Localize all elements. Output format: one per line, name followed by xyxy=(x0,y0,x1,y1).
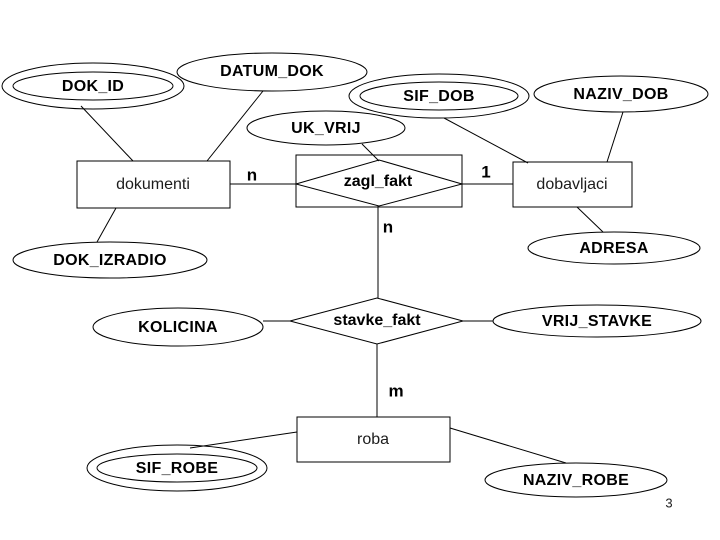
entity-shapes xyxy=(76,160,633,463)
attribute-ellipse-uk-vrij xyxy=(246,110,406,146)
connector-dok-id-dokumenti xyxy=(80,105,134,162)
attribute-ellipse-kolicina xyxy=(92,307,264,347)
attribute-label-sif-dob: SIF_DOB xyxy=(403,88,475,105)
attribute-label-naziv-robe: NAZIV_ROBE xyxy=(522,472,630,489)
connector-naziv-dob-dobavljaci xyxy=(606,111,624,163)
connector-roba-naziv-robe xyxy=(449,427,567,464)
entity-label-dokumenti: dokumenti xyxy=(116,176,190,193)
cardinality-label-zagl-fakt-stavke-fakt: n xyxy=(382,217,394,237)
cardinality-label-dokumenti-zagl-fakt: n xyxy=(246,165,258,185)
connector-dokumenti-dok-izradio xyxy=(96,207,117,243)
relationship-shape-zagl-fakt xyxy=(294,154,464,208)
attribute-ellipse-dok-id xyxy=(1,62,185,110)
connector-uk-vrij-zagl-fakt xyxy=(361,143,380,162)
attribute-ellipse-datum-dok xyxy=(176,52,368,92)
attribute-label-datum-dok: DATUM_DOK xyxy=(220,63,324,80)
attribute-ellipse-adresa xyxy=(527,231,701,265)
connector-sif-dob-dobavljaci xyxy=(443,117,529,164)
entity-label-dobavljaci: dobavljaci xyxy=(536,176,608,193)
relationship-label-stavke-fakt: stavke_fakt xyxy=(333,312,421,329)
connector-lines xyxy=(80,90,624,464)
connector-dobavljaci-adresa xyxy=(576,206,604,233)
connector-datum-dok-dokumenti xyxy=(206,90,264,162)
attribute-ellipse-vrij-stavke xyxy=(492,304,702,338)
attribute-label-kolicina: KOLICINA xyxy=(138,319,218,336)
attribute-label-dok-id: DOK_ID xyxy=(61,78,125,95)
attribute-ellipse-dok-izradio xyxy=(12,241,208,279)
relationship-diamond-stavke-fakt xyxy=(288,297,465,345)
attribute-ellipse-naziv-dob xyxy=(533,75,709,113)
cardinality-label-stavke-fakt-roba: m xyxy=(388,381,404,401)
cardinality-label-zagl-fakt-dobavljaci: 1 xyxy=(481,162,491,182)
attribute-label-vrij-stavke: VRIJ_STAVKE xyxy=(541,313,653,330)
slide-page-number: 3 xyxy=(665,495,673,511)
entity-rect-roba xyxy=(296,416,451,463)
entity-rect-dobavljaci xyxy=(512,161,633,208)
connector-sif-robe-roba xyxy=(189,431,298,449)
attribute-label-naziv-dob: NAZIV_DOB xyxy=(573,86,669,103)
entity-rect-dokumenti xyxy=(76,160,231,209)
attribute-ellipse-naziv-robe xyxy=(484,462,668,498)
attribute-ellipse-sif-robe xyxy=(86,444,268,492)
attribute-label-dok-izradio: DOK_IZRADIO xyxy=(53,252,167,269)
attribute-label-adresa: ADRESA xyxy=(579,240,649,257)
relationship-label-zagl-fakt: zagl_fakt xyxy=(343,173,413,190)
attribute-label-sif-robe: SIF_ROBE xyxy=(135,460,219,477)
attribute-ellipse-sif-dob xyxy=(348,73,530,119)
attribute-label-uk-vrij: UK_VRIJ xyxy=(291,120,361,137)
attribute-shapes xyxy=(1,52,709,498)
entity-label-roba: roba xyxy=(356,431,390,448)
relationship-shapes xyxy=(288,154,465,345)
